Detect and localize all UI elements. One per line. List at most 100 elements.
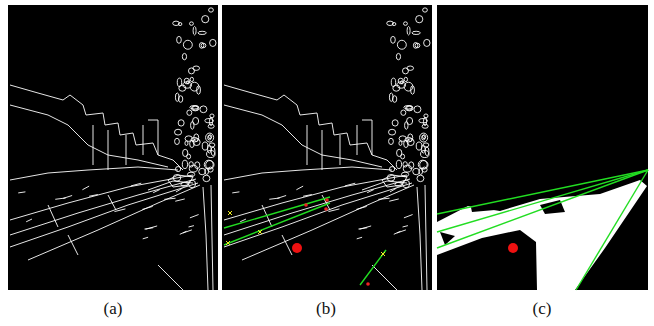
foliage-edge xyxy=(204,160,213,169)
foliage-edge xyxy=(395,182,402,186)
foliage-edge xyxy=(210,39,216,46)
green-line xyxy=(576,170,648,290)
foliage-edge xyxy=(392,23,396,26)
foliage-edge xyxy=(208,124,214,128)
foliage-edge xyxy=(195,162,200,169)
foliage-edge xyxy=(417,175,424,181)
edge-line xyxy=(296,186,303,190)
edge-line xyxy=(108,130,109,170)
road-area xyxy=(437,180,647,290)
edge-line xyxy=(211,185,213,290)
edge-line xyxy=(10,105,168,167)
foliage-edge xyxy=(189,180,196,188)
foliage-edge xyxy=(392,120,398,126)
edge-line xyxy=(142,206,152,209)
edge-line xyxy=(18,192,25,193)
edge-line xyxy=(180,231,187,234)
foliage-edge xyxy=(425,147,429,156)
foliage-edge xyxy=(402,68,408,74)
foliage-edge xyxy=(399,136,406,142)
edge-line xyxy=(189,226,194,227)
foliage-edge xyxy=(401,154,405,159)
edge-line xyxy=(10,85,183,170)
foliage-edge xyxy=(175,167,180,172)
edge-line xyxy=(114,209,125,212)
edge-line xyxy=(68,235,78,255)
edge-line xyxy=(322,130,323,170)
foliage-edge xyxy=(173,175,181,182)
green-line xyxy=(437,170,648,248)
edge-line xyxy=(176,188,182,192)
edge-line xyxy=(224,167,392,180)
edge-line xyxy=(358,228,367,229)
foliage-edge xyxy=(424,114,428,118)
foliage-edge xyxy=(202,142,208,150)
foliage-edge xyxy=(209,8,214,12)
panel-label: (b) xyxy=(316,299,336,319)
foliage-edge xyxy=(193,26,196,34)
foliage-edge xyxy=(190,77,193,81)
yellow-mark xyxy=(228,211,232,215)
edge-map xyxy=(10,8,216,290)
edge-line xyxy=(367,190,374,193)
foliage-edge xyxy=(193,106,199,110)
foliage-edge xyxy=(179,96,183,103)
foliage-edge xyxy=(189,162,193,167)
foliage-edge xyxy=(422,167,427,172)
foliage-edge xyxy=(185,136,192,142)
edge-line xyxy=(378,198,389,199)
yellow-mark xyxy=(381,252,385,256)
edge-line xyxy=(345,183,355,186)
foliage-edge xyxy=(407,26,410,34)
foliage-edge xyxy=(393,85,400,91)
foliage-edge xyxy=(416,142,422,150)
foliage-edge xyxy=(419,119,428,123)
foliage-edge xyxy=(186,81,189,84)
edge-map xyxy=(224,8,430,290)
edge-line xyxy=(10,175,193,220)
foliage-edge xyxy=(424,39,430,46)
edge-line xyxy=(108,195,116,210)
foliage-edge xyxy=(202,16,209,23)
edge-line xyxy=(224,183,412,247)
foliage-edge xyxy=(404,82,413,91)
foliage-edge xyxy=(182,53,186,59)
foliage-edge xyxy=(403,162,407,167)
red-point xyxy=(324,207,328,211)
edge-line xyxy=(10,167,178,180)
edge-line xyxy=(48,205,58,227)
foliage-edge xyxy=(177,36,182,43)
foliage-edge xyxy=(389,138,394,144)
edge-line xyxy=(203,187,208,290)
edge-line xyxy=(356,206,366,209)
edge-line xyxy=(158,265,183,290)
red-dot xyxy=(292,243,302,253)
red-dot xyxy=(508,243,518,253)
foliage-edge xyxy=(209,135,212,139)
edge-line xyxy=(277,195,286,198)
edge-line xyxy=(126,135,127,165)
foliage-edge xyxy=(389,167,394,172)
edge-line xyxy=(190,215,199,218)
edge-line xyxy=(403,226,408,227)
foliage-edge xyxy=(211,147,215,156)
foliage-edge xyxy=(209,143,215,147)
edge-line xyxy=(224,179,410,235)
edge-line xyxy=(394,231,401,234)
edge-line xyxy=(282,235,292,255)
red-point xyxy=(304,203,308,207)
foliage-edge xyxy=(401,172,408,177)
edge-line xyxy=(148,120,158,155)
foliage-edge xyxy=(396,53,400,59)
foliage-edge xyxy=(420,133,428,142)
foliage-edge xyxy=(413,43,417,49)
edge-line xyxy=(82,186,89,190)
foliage-edge xyxy=(179,85,186,91)
edge-line xyxy=(175,199,184,201)
edge-line xyxy=(143,237,148,239)
foliage-edge xyxy=(189,22,193,25)
edge-line xyxy=(26,219,32,222)
edge-line xyxy=(362,120,372,155)
foliage-edge xyxy=(391,36,396,43)
